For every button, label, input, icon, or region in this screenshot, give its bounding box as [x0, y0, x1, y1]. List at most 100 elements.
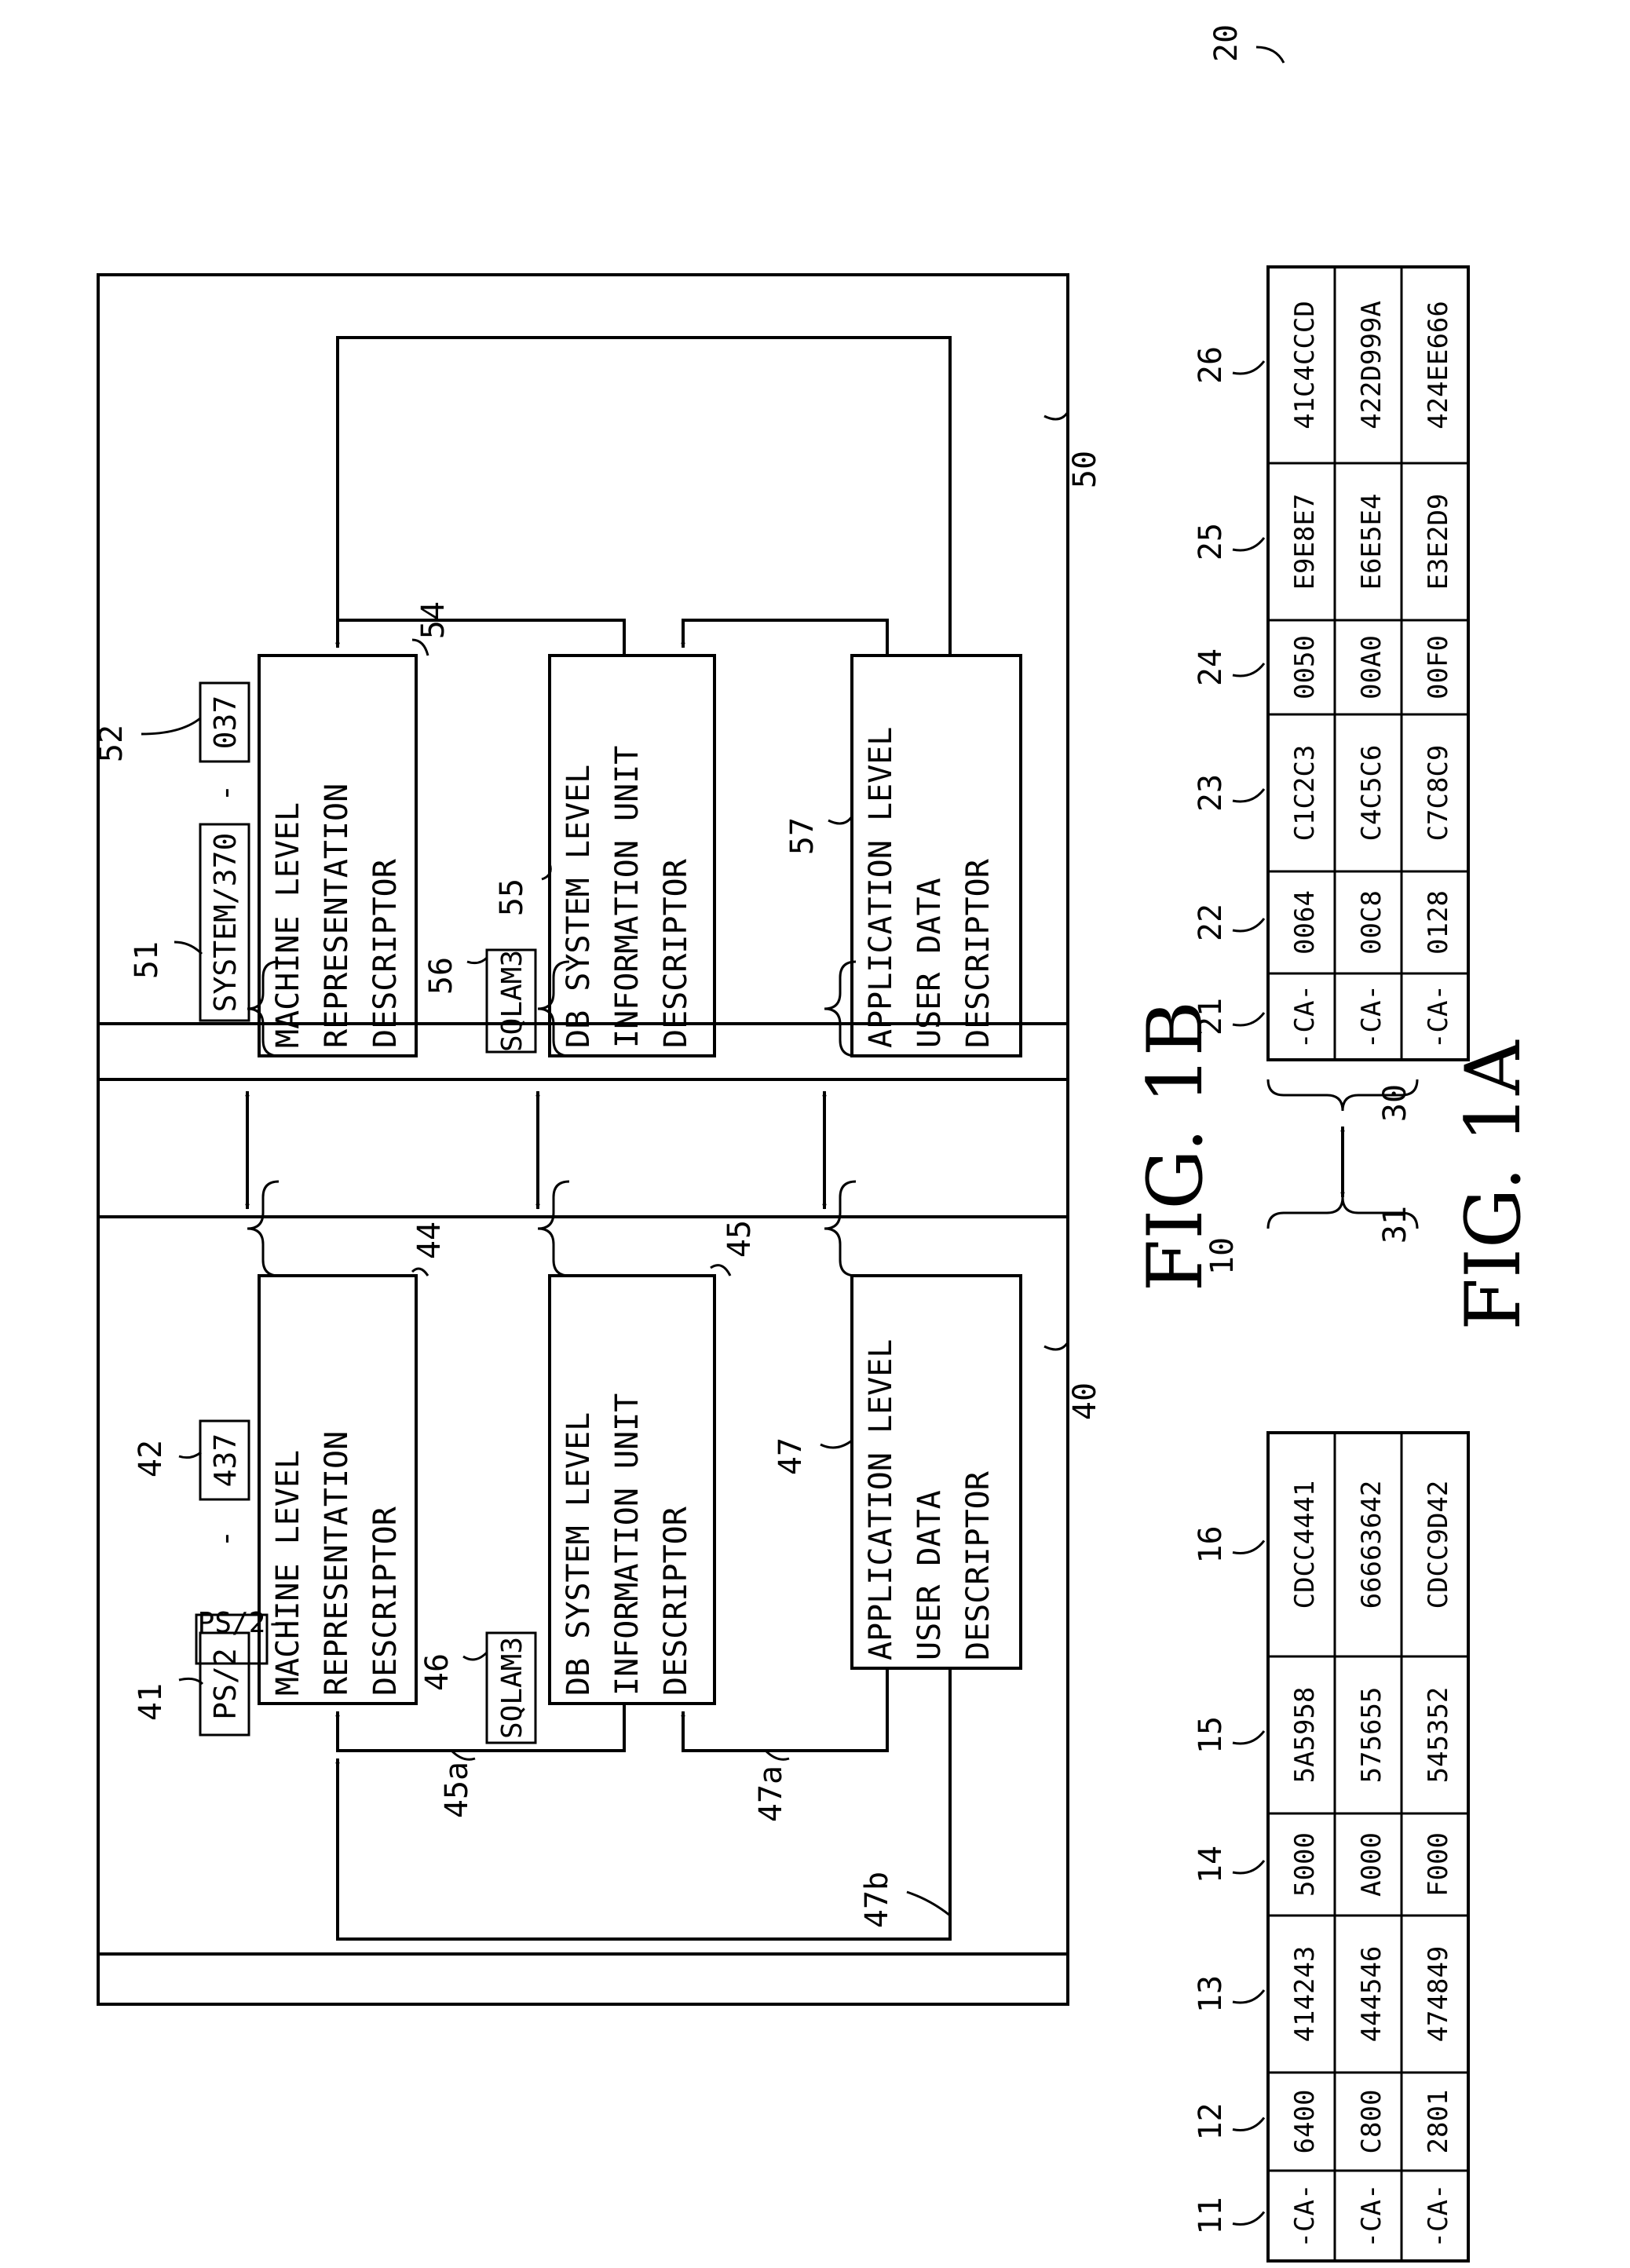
ref-40: 40: [1067, 1382, 1103, 1420]
table-20-column-ref: 25: [1193, 523, 1229, 561]
machine-line-1: MACHINE LEVEL: [270, 1450, 306, 1696]
machine-line-2: REPRESENTATION: [319, 1431, 355, 1696]
code-037-box: [199, 681, 250, 763]
table-20-cell: C4C5C6: [1356, 745, 1387, 842]
table-10-column-ref: 11: [1193, 2197, 1229, 2234]
db-line-2: INFORMATION UNIT: [609, 1393, 645, 1696]
db-line-1: DB SYSTEM LEVEL: [561, 1412, 597, 1696]
leader-52: [141, 717, 201, 736]
db-line-3: DESCRIPTOR: [658, 1506, 694, 1696]
ref-31: 31: [1377, 1206, 1413, 1244]
system370-box: [199, 823, 250, 1022]
app-descriptor-47: [850, 1274, 1022, 1670]
machine-54-line-1: MACHINE LEVEL: [270, 802, 306, 1048]
app-descriptor-57: [850, 654, 1022, 1057]
table-10: -CA-640041424350005A5958CDCC4441-CA-C800…: [1193, 1431, 1470, 2263]
machine-descriptor-54-lines: MACHINE LEVEL REPRESENTATION DESCRIPTOR: [270, 783, 404, 1048]
table-20-cell: 424EE666: [1423, 301, 1454, 429]
table-20: -CA-0064C1C2C30050E9E8E741C4CCCD-CA-00C8…: [1193, 265, 1470, 1061]
table-10-column-leader: [1232, 1860, 1266, 1875]
system-50-outline: [97, 273, 1069, 1081]
brace-40-db: [537, 1180, 570, 1277]
ref-45a: 45a: [439, 1762, 475, 1818]
table-10-column-ref: 12: [1193, 2102, 1229, 2140]
table-20-cell: 00A0: [1356, 635, 1387, 699]
table-10-column-leader: [1232, 1989, 1266, 2004]
table-20-cell: 0050: [1289, 635, 1321, 699]
leader-50: [1043, 411, 1069, 421]
brace-40-app: [824, 1180, 857, 1277]
machine-54-line-3: DESCRIPTOR: [367, 858, 404, 1048]
leader-20: [1255, 46, 1285, 64]
ref-46: 46: [419, 1653, 455, 1691]
sqlam3-tag-46: [485, 1631, 537, 1744]
table-20-column-ref: 24: [1193, 648, 1229, 686]
leader-45a: [450, 1749, 476, 1761]
table-10-cell: 474849: [1423, 1946, 1454, 2043]
table-10-column-ref: 15: [1193, 1716, 1229, 1754]
link-55-to-54: [335, 619, 626, 656]
table-10-cell: -CA-: [1289, 2184, 1321, 2248]
system370-label: SYSTEM/370: [208, 833, 243, 1013]
table-20-column-leader: [1232, 663, 1266, 677]
table-20-cell: -CA-: [1289, 984, 1321, 1049]
ref-52: 52: [93, 725, 130, 762]
table-10-column-ref: 13: [1193, 1975, 1229, 2013]
table-20-cell: 00F0: [1423, 635, 1454, 699]
ref-42: 42: [133, 1440, 169, 1477]
leader-57: [828, 816, 853, 825]
table-10-cell: 575655: [1356, 1687, 1387, 1784]
app-57-line-2: USER DATA: [912, 878, 948, 1048]
ps2-label: PS/2: [208, 1648, 243, 1720]
table-10-cell: 6400: [1289, 2090, 1321, 2154]
table-20-cell: 00C8: [1356, 890, 1387, 955]
table-20-column-leader: [1232, 1012, 1266, 1027]
app-57-line-3: DESCRIPTOR: [960, 858, 996, 1048]
app-descriptor-47-lines: APPLICATION LEVEL USER DATA DESCRIPTOR: [863, 1339, 996, 1660]
table-20-column-leader: [1232, 537, 1266, 552]
table-10-column-leader: [1232, 2116, 1266, 2131]
leader-54: [411, 638, 429, 656]
table-10-frame: [1266, 1431, 1470, 2263]
machine-descriptor-44-lines: MACHINE LEVEL REPRESENTATION DESCRIPTOR: [270, 1431, 404, 1696]
table-20-column-leader: [1232, 788, 1266, 803]
table-20-cell: C1C2C3: [1289, 745, 1321, 842]
table-10-cell: C800: [1356, 2090, 1387, 2154]
leader-56: [466, 956, 488, 965]
table-10-column-leader: [1232, 2211, 1266, 2226]
leader-40: [1043, 1342, 1069, 1351]
fig-1a-caption: FIG. 1A: [1449, 1039, 1537, 1331]
figure-1a: -CA-640041424350005A5958CDCC4441-CA-C800…: [1193, 24, 1537, 2263]
ps2-box: [199, 1631, 250, 1737]
table-10-column-ref: 16: [1193, 1525, 1229, 1563]
table-10-cell: F000: [1423, 1832, 1454, 1897]
header-separator: -: [266, 1607, 283, 1639]
db-55-line-2: INFORMATION UNIT: [609, 746, 645, 1048]
sqlam3-label-46: SQLAM3: [496, 1637, 528, 1739]
ref-47a: 47a: [753, 1766, 789, 1822]
app-line-1: APPLICATION LEVEL: [863, 1339, 899, 1660]
leader-47a: [764, 1749, 790, 1761]
table-10-cell: 2801: [1423, 2090, 1454, 2154]
app-descriptor-57-lines: APPLICATION LEVEL USER DATA DESCRIPTOR: [863, 727, 996, 1048]
leader-42: [178, 1451, 202, 1459]
table-20-column-ref: 21: [1193, 998, 1229, 1035]
machine-descriptor-44: [258, 1274, 418, 1705]
machine-line-3: DESCRIPTOR: [367, 1506, 404, 1696]
table-20-frame: [1266, 265, 1470, 1061]
db-descriptor-45-lines: DB SYSTEM LEVEL INFORMATION UNIT DESCRIP…: [561, 1393, 694, 1696]
fig-1b-caption: FIG. 1B: [1131, 1001, 1219, 1291]
system370-separator: -: [208, 784, 243, 802]
code-437-label: 437: [208, 1433, 243, 1488]
table-10-cell: 414243: [1289, 1946, 1321, 2043]
table-20-cell: 0128: [1423, 890, 1454, 955]
ref-10: 10: [1204, 1237, 1241, 1275]
table-20-column-leader: [1232, 918, 1266, 933]
table-20-cell: 0064: [1289, 890, 1321, 955]
table-20-cell: -CA-: [1423, 984, 1454, 1049]
table-20-cell: E9E8E7: [1289, 494, 1321, 590]
table-20-cell: E3E2D9: [1423, 494, 1454, 590]
brace-50-db: [537, 960, 570, 1057]
figure-1b-image: 40 PS/2 - 437 41 42 MACHINE LEVEL REPRES…: [93, 273, 1219, 2006]
table-10-cell: CDCC4441: [1289, 1481, 1321, 1609]
